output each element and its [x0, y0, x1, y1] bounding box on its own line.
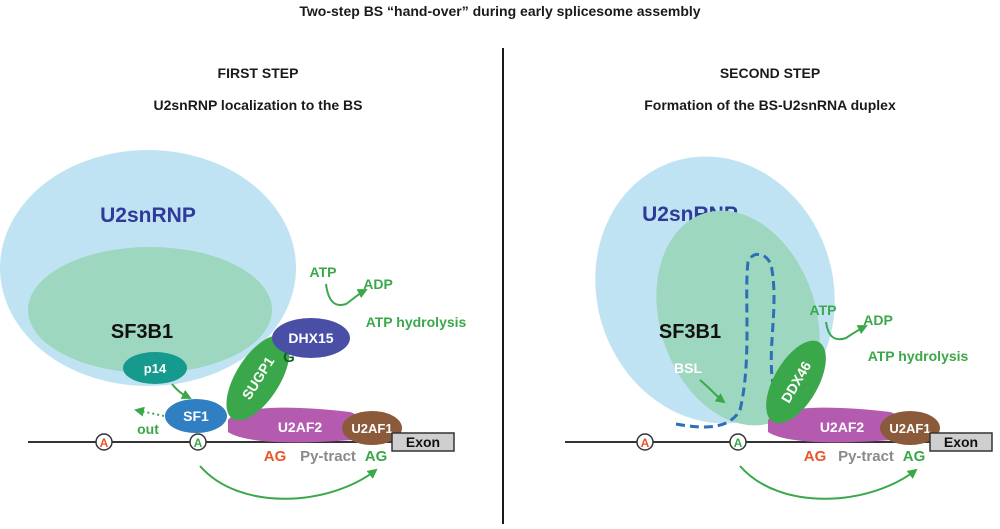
sf1-blob: [165, 399, 227, 433]
exon-box: [391, 432, 455, 452]
adp-label: ADP: [363, 276, 393, 292]
p14-label: p14: [144, 361, 167, 376]
ag-right-label-2: AG: [903, 448, 926, 465]
atp-adp-arrow: [325, 283, 368, 306]
adp-label-2: ADP: [863, 312, 893, 328]
branch-a-label-4: A: [734, 436, 743, 450]
exon-label-2: Exon: [944, 434, 978, 450]
u2af1-blob: [342, 411, 402, 445]
out-arrow: [134, 406, 165, 417]
out-label: out: [137, 421, 159, 437]
u2af2-blob: [228, 407, 364, 443]
py-tract-label: Py-tract: [300, 448, 356, 465]
ag-right-label: AG: [365, 448, 388, 465]
p14-to-sf1-arrow: [171, 383, 192, 399]
u2af1-blob-2: [880, 411, 940, 445]
first-step-panel: FIRST STEP U2snRNP localization to the B…: [0, 65, 467, 500]
ddx46-blob: [766, 340, 826, 424]
u2snrnp-label: U2snRNP: [100, 204, 196, 227]
g-patch-label: G: [283, 349, 295, 366]
sf1-label: SF1: [183, 408, 209, 424]
dhx15-blob: [272, 318, 350, 358]
branch-a-circle-4: [729, 433, 747, 451]
u2af2-blob-2: [768, 407, 904, 443]
branch-a-circle-3: [636, 433, 654, 451]
second-step-heading: SECOND STEP: [720, 65, 820, 81]
atp-adp-arrow-2: [825, 321, 868, 341]
figure-title: Two-step BS “hand-over” during early spl…: [299, 3, 700, 19]
bsl-label: BSL: [674, 360, 702, 376]
sf3b1-label: SF3B1: [111, 321, 173, 343]
u2af2-label-2: U2AF2: [820, 419, 865, 435]
atp-label-2: ATP: [810, 302, 837, 318]
bsl-arrow: [699, 379, 726, 404]
u2af2-label: U2AF2: [278, 419, 323, 435]
branch-a-circle-1: [95, 433, 113, 451]
branch-a-label-1: A: [100, 436, 109, 450]
sugp1-blob: [226, 335, 290, 421]
exon-box-2: [929, 432, 993, 452]
py-tract-label-2: Py-tract: [838, 448, 894, 465]
first-step-subheading: U2snRNP localization to the BS: [154, 97, 363, 113]
bottom-curved-arrow-2: [739, 465, 918, 500]
u2af1-label: U2AF1: [351, 421, 392, 436]
dhx15-label: DHX15: [288, 330, 333, 346]
ag-left-label-2: AG: [804, 448, 827, 465]
branch-a-label-3: A: [641, 436, 650, 450]
ag-left-label: AG: [264, 448, 287, 465]
first-step-heading: FIRST STEP: [218, 65, 299, 81]
branch-a-circle-2: [189, 433, 207, 451]
branch-a-label-2: A: [194, 436, 203, 450]
atp-hydrolysis-label-2: ATP hydrolysis: [868, 348, 969, 364]
exon-label: Exon: [406, 434, 440, 450]
p14-blob: [123, 352, 187, 384]
second-step-panel: SECOND STEP Formation of the BS-U2snRNA …: [565, 65, 993, 500]
atp-label: ATP: [310, 264, 337, 280]
bottom-curved-arrow: [199, 465, 378, 500]
atp-hydrolysis-label: ATP hydrolysis: [366, 314, 467, 330]
sf3b1-label-2: SF3B1: [659, 321, 721, 343]
u2af1-label-2: U2AF1: [889, 421, 930, 436]
second-step-subheading: Formation of the BS-U2snRNA duplex: [644, 97, 896, 113]
sf3b1-blob: [28, 247, 272, 373]
